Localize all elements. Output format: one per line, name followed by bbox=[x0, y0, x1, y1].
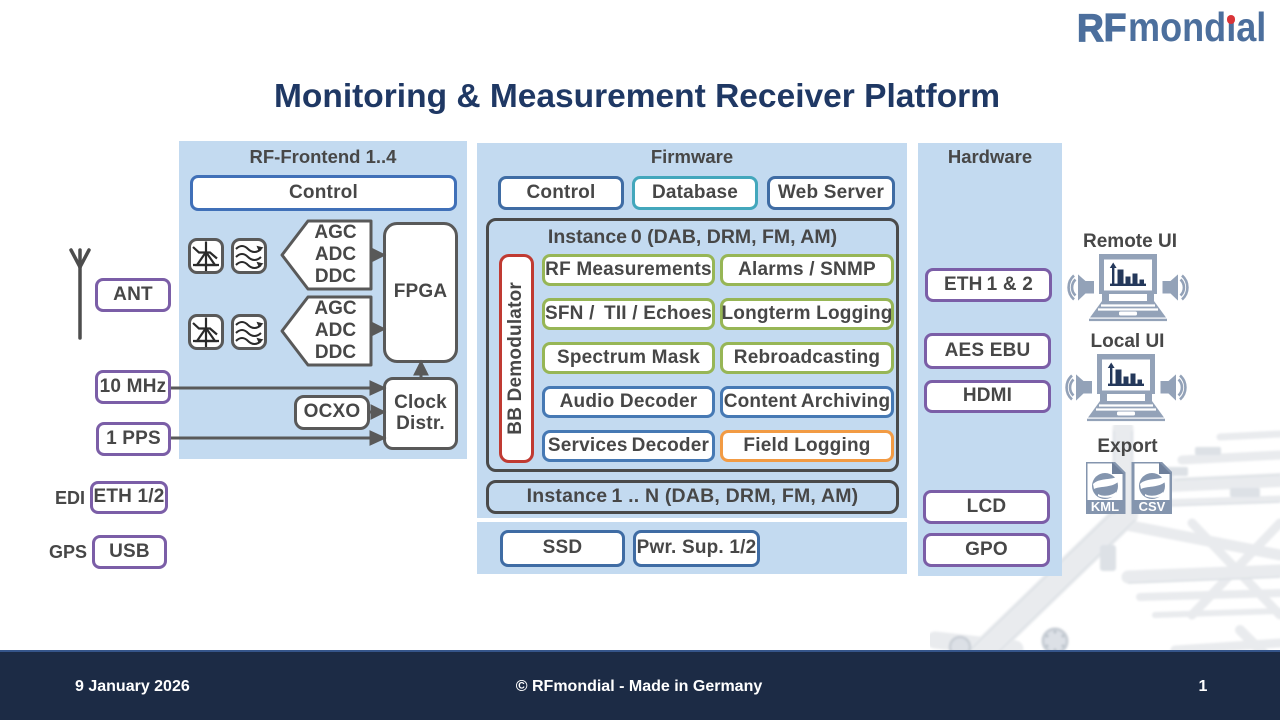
svg-text:CSV: CSV bbox=[1139, 499, 1166, 514]
svg-text:KML: KML bbox=[1091, 499, 1119, 514]
